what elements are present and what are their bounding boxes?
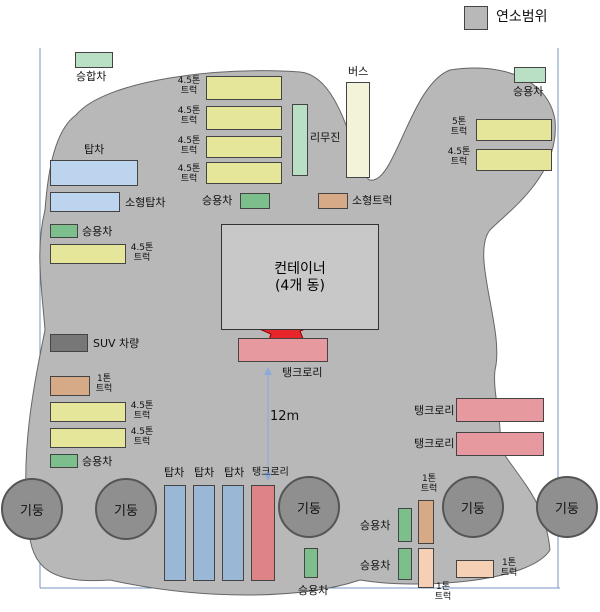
pillar-5: 기둥 bbox=[536, 476, 598, 538]
tank-lorry-bottom bbox=[251, 485, 275, 581]
van-top-left bbox=[75, 52, 113, 68]
container-block: 컨테이너 (4개 동) bbox=[221, 224, 379, 330]
bus-label: 버스 bbox=[348, 65, 369, 78]
sedan-mid bbox=[240, 193, 270, 209]
small-truck bbox=[318, 193, 348, 209]
tank-lorry-center-label: 탱크로리 bbox=[282, 366, 323, 379]
tower-truck-left bbox=[50, 160, 138, 186]
bus bbox=[346, 82, 370, 178]
truck-2 bbox=[206, 106, 282, 130]
pillar-4: 기둥 bbox=[442, 476, 504, 538]
arrow-down-icon bbox=[264, 473, 272, 481]
sedan-bottom-label: 승용차 bbox=[298, 584, 329, 597]
truck-4 bbox=[206, 162, 282, 184]
tower-1-label: 탑차 bbox=[164, 466, 185, 479]
sedan-left bbox=[50, 224, 78, 238]
van-top-left-label: 승합차 bbox=[76, 70, 107, 83]
distance-label: 12m bbox=[270, 409, 300, 424]
sedan-left-2 bbox=[50, 454, 78, 468]
truck45-left-2 bbox=[50, 402, 126, 422]
pillar-3: 기둥 bbox=[278, 476, 340, 538]
sedan-top-right-label: 승용차 bbox=[513, 85, 544, 98]
small-truck-label: 소형트럭 bbox=[352, 194, 393, 207]
sedan-bottom bbox=[304, 548, 318, 578]
sedan-br-1-label: 승용차 bbox=[360, 519, 391, 532]
sedan-left-2-label: 승용차 bbox=[82, 455, 113, 468]
tower-top-label: 탑차 bbox=[84, 143, 105, 156]
sedan-br-2 bbox=[398, 548, 412, 580]
sedan-br-2-label: 승용차 bbox=[360, 559, 391, 572]
tower-truck-3 bbox=[222, 485, 244, 581]
truck-1 bbox=[206, 76, 282, 100]
container-label-2: (4개 동) bbox=[274, 278, 326, 294]
truck5 bbox=[476, 119, 552, 141]
legend-label: 연소범위 bbox=[496, 9, 548, 25]
legend-swatch bbox=[464, 6, 488, 30]
tower-3-label: 탑차 bbox=[224, 466, 245, 479]
truck45-left-3 bbox=[50, 428, 126, 448]
tank-lorry-right-1 bbox=[456, 398, 544, 422]
sedan-mid-label: 승용차 bbox=[202, 194, 233, 207]
pillar-2: 기둥 bbox=[95, 478, 157, 540]
limousine bbox=[292, 104, 308, 176]
limousine-label: 리무진 bbox=[310, 131, 341, 144]
tank-lorry-right-1-label: 탱크로리 bbox=[414, 404, 455, 417]
sedan-top-right bbox=[514, 67, 546, 83]
small-tower bbox=[50, 192, 120, 212]
truck1-left bbox=[50, 376, 90, 396]
truck45-right bbox=[476, 149, 552, 171]
tank-lorry-right-2 bbox=[456, 432, 544, 456]
tower-2-label: 탑차 bbox=[194, 466, 215, 479]
pillar-1: 기둥 bbox=[1, 478, 63, 540]
suv bbox=[50, 334, 88, 352]
truck45-left bbox=[50, 244, 126, 264]
tower-truck-1 bbox=[164, 485, 186, 581]
tank-lorry-bottom-label: 탱크로리 bbox=[252, 467, 289, 478]
suv-label: SUV 차량 bbox=[93, 337, 140, 350]
tank-lorry-right-2-label: 탱크로리 bbox=[414, 437, 455, 450]
truck1-br-1 bbox=[418, 500, 434, 544]
sedan-br-1 bbox=[398, 508, 412, 542]
container-label-1: 컨테이너 bbox=[274, 261, 326, 277]
truck1-br-2 bbox=[418, 548, 434, 588]
sedan-left-label: 승용차 bbox=[82, 225, 113, 238]
tower-truck-2 bbox=[193, 485, 215, 581]
truck1-br-3 bbox=[456, 560, 494, 578]
arrow-up-icon bbox=[264, 367, 272, 375]
truck-3 bbox=[206, 136, 282, 158]
tank-lorry-center bbox=[238, 338, 328, 362]
small-tower-label: 소형탑차 bbox=[125, 196, 166, 209]
